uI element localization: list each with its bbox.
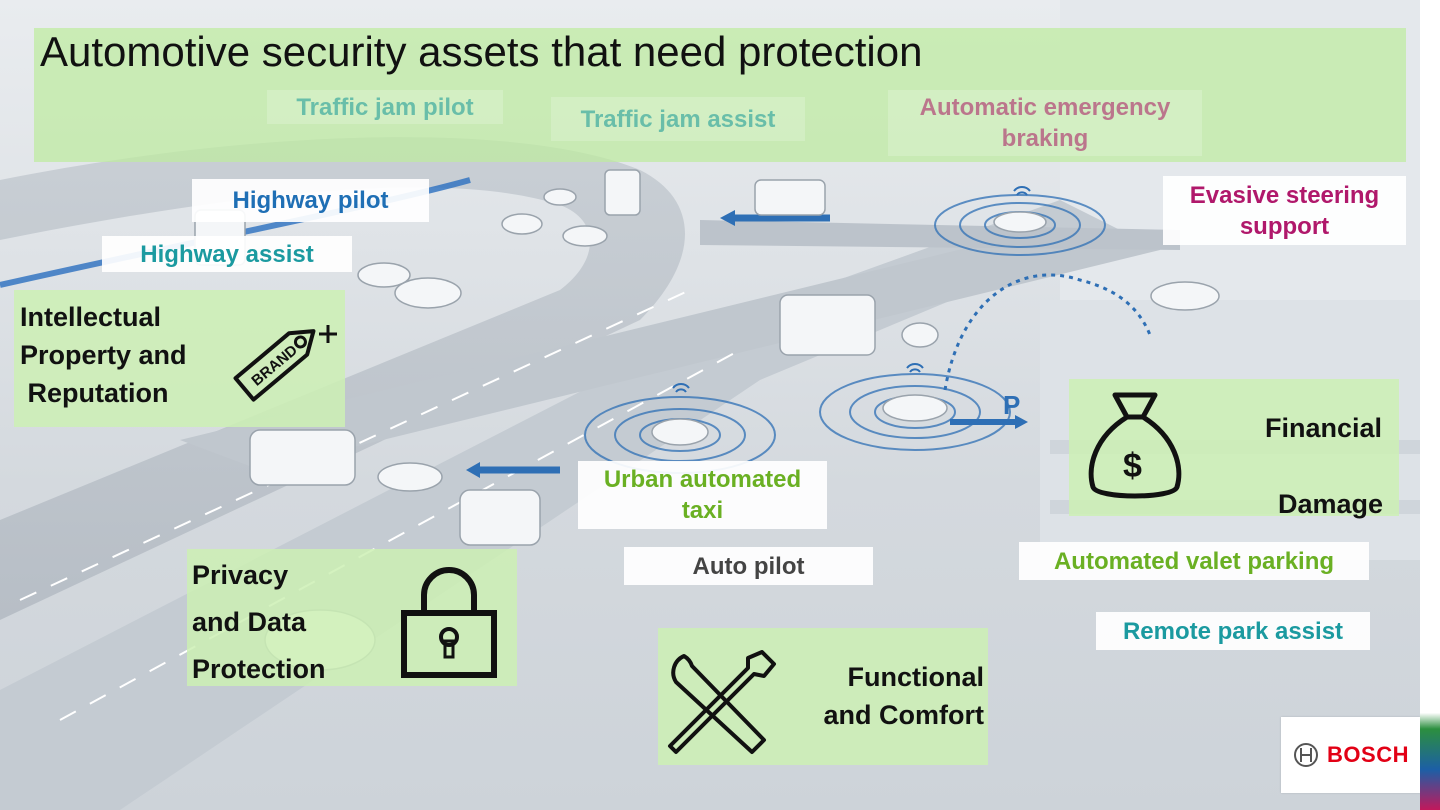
tag-highway-pilot: Highway pilot: [192, 179, 429, 222]
car: [394, 277, 462, 309]
car: [357, 262, 411, 288]
tag-automatic-emergency-braking: Automatic emergency braking: [888, 90, 1202, 156]
car: [501, 213, 543, 235]
tag-traffic-jam-pilot: Traffic jam pilot: [267, 90, 503, 124]
tag-automated-valet-parking: Automated valet parking: [1019, 542, 1369, 580]
bus: [779, 294, 876, 356]
car: [562, 225, 608, 247]
bosch-logo: BOSCH: [1281, 717, 1421, 793]
van: [459, 489, 541, 546]
edge-stripes: [1420, 0, 1440, 810]
asset-privacy-data-protection: Privacy and Data Protection: [187, 549, 517, 686]
car: [1150, 281, 1220, 311]
robo-taxi: [651, 418, 709, 446]
slide-title: Automotive security assets that need pro…: [40, 28, 923, 75]
tag-highway-assist: Highway assist: [102, 236, 352, 272]
tag-evasive-steering-support: Evasive steering support: [1163, 176, 1406, 245]
asset-label: Damage: [1278, 489, 1384, 519]
asset-label: Privacy and Data Protection: [192, 560, 326, 684]
wrench-screwdriver-icon: [668, 650, 776, 754]
asset-label: Functional and Comfort: [823, 662, 984, 730]
logo-text: BOSCH: [1327, 742, 1409, 767]
car: [882, 394, 948, 422]
car: [543, 188, 577, 206]
tag-auto-pilot: Auto pilot: [624, 547, 873, 585]
svg-text:$: $: [1123, 447, 1142, 485]
van: [754, 179, 826, 216]
title-banner: [34, 28, 1406, 162]
car: [377, 462, 443, 492]
van: [249, 429, 356, 486]
tag-traffic-jam-assist: Traffic jam assist: [551, 97, 805, 141]
tag-urban-automated-taxi: Urban automated taxi: [578, 461, 827, 529]
car: [993, 211, 1047, 233]
truck: [604, 169, 641, 216]
money-bag-icon: $: [1088, 392, 1182, 499]
bosch-armature-icon: [1294, 743, 1319, 767]
asset-financial-damage: Financial Damage $: [1069, 379, 1399, 519]
sensor-rings: [584, 194, 1106, 474]
car: [901, 322, 939, 348]
asset-label: Intellectual Property and Reputation: [20, 302, 187, 408]
padlock-icon: [401, 567, 497, 678]
asset-label: Financial: [1265, 413, 1383, 443]
asset-functional-comfort: Functional and Comfort: [658, 628, 988, 765]
tag-remote-park-assist: Remote park assist: [1096, 612, 1370, 650]
parking-sign: P: [1003, 390, 1020, 420]
asset-intellectual-property: Intellectual Property and Reputation BRA…: [14, 290, 345, 427]
connectivity-icons: [672, 186, 1031, 393]
cross-road: [180, 230, 1160, 470]
highway: [0, 137, 685, 621]
brand-tag-icon: BRAND: [233, 325, 337, 402]
